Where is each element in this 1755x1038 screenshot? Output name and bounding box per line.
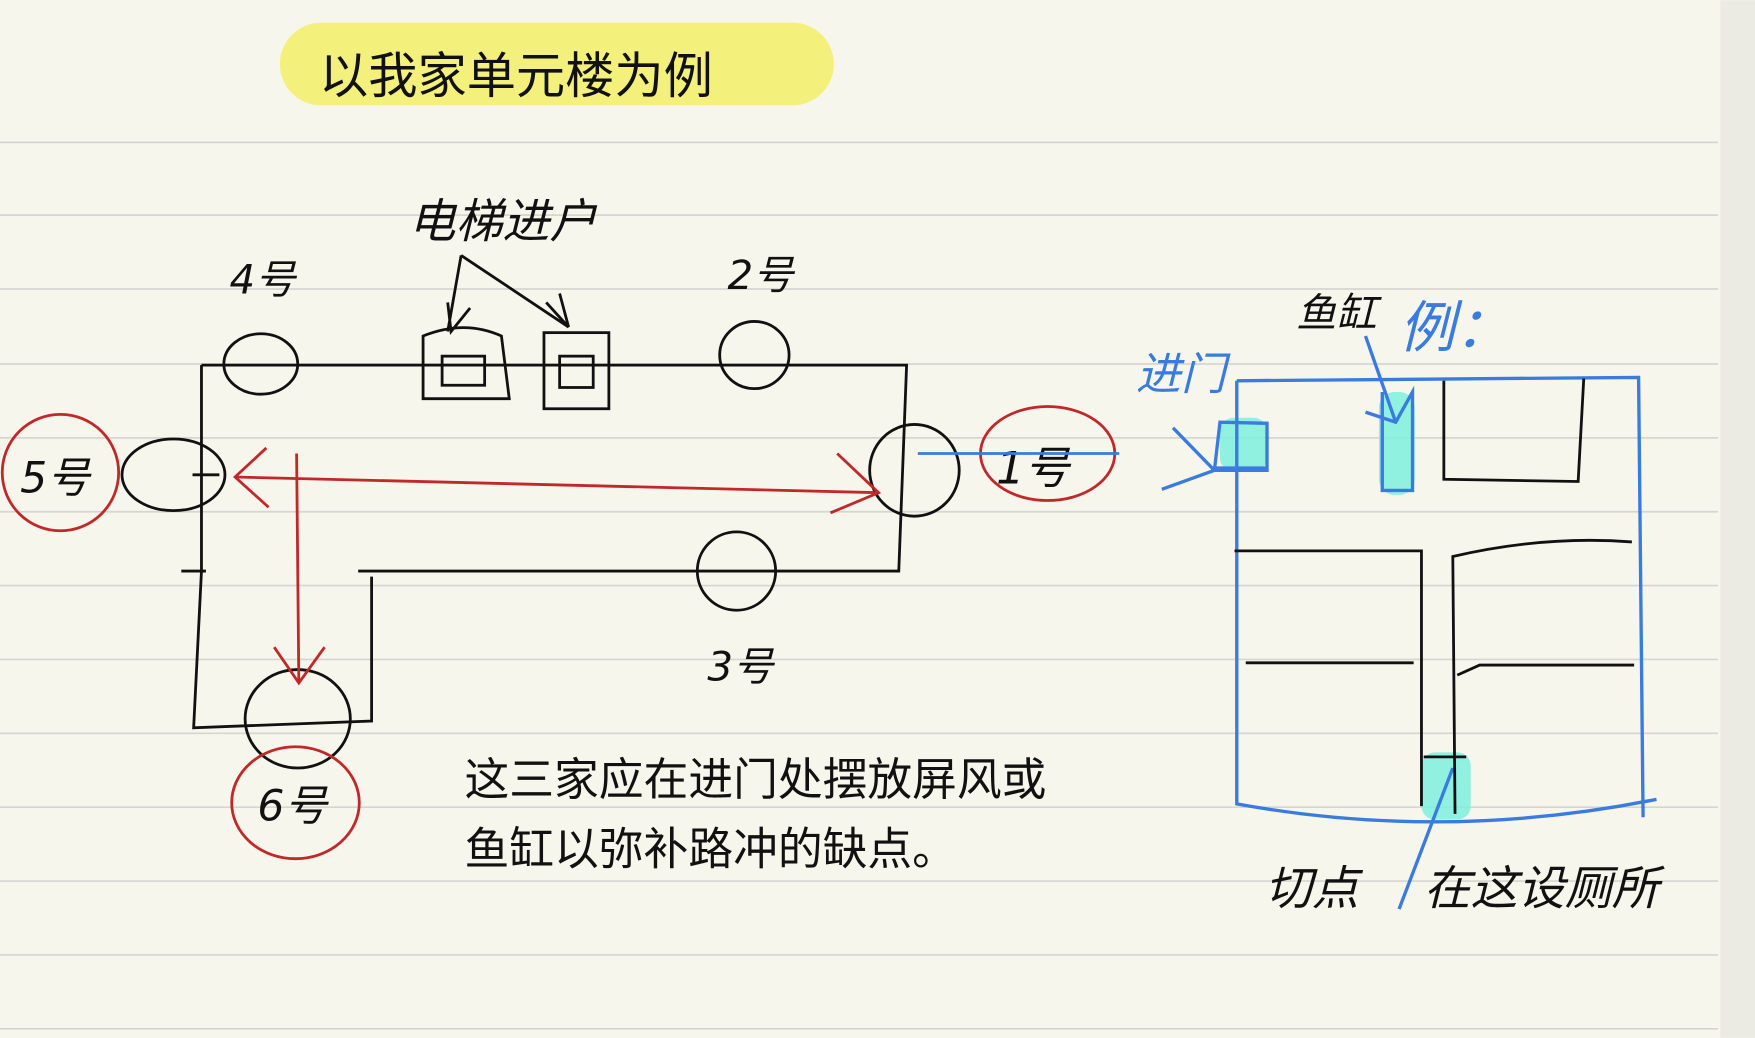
- floorplan-highlights: [1219, 391, 1471, 820]
- unit-1-label: 1号: [996, 442, 1071, 495]
- unit-2-circle: [718, 320, 791, 391]
- elevator-1-icon: [421, 326, 511, 401]
- unit-6-circle: [243, 668, 352, 770]
- unit-4-circle: [222, 332, 300, 396]
- unit-6-circle-red: [230, 745, 361, 861]
- fish-tank-label: 鱼缸: [1296, 290, 1382, 337]
- note-line-2: 鱼缸以弥补路冲的缺点。: [464, 822, 956, 875]
- elevator-label: 电梯进户: [409, 195, 598, 250]
- tangent-point-label: 切点: [1265, 862, 1364, 917]
- unit-3-label: 3号: [707, 644, 776, 691]
- floorplan-walls: [1234, 378, 1635, 814]
- entrance-highlight: [1219, 417, 1268, 472]
- elevators: [421, 254, 611, 411]
- fish-tank-highlight: [1378, 391, 1415, 495]
- unit-5-circle: [120, 437, 227, 513]
- title-highlight: [279, 22, 834, 106]
- entrance-label: 进门: [1136, 348, 1231, 401]
- elevator-2-icon: [542, 331, 611, 411]
- building-outline: [181, 363, 909, 730]
- floorplan-outline: [1161, 335, 1657, 910]
- road-clash-arrows: [0, 405, 1117, 861]
- unit-5-circle-red: [0, 412, 121, 533]
- unit-1-circle: [868, 423, 961, 518]
- unit-3-circle: [695, 530, 778, 612]
- toilet-label: 在这设厕所: [1424, 862, 1666, 917]
- page-edge: [1720, 0, 1755, 1038]
- page-title: 以我家单元楼为例: [319, 47, 713, 105]
- unit-4-label: 4号: [229, 256, 298, 303]
- unit-2-label: 2号: [728, 252, 797, 299]
- note-line-1: 这三家应在进门处摆放屏风或: [464, 753, 1046, 806]
- unit-circles: [120, 320, 961, 770]
- unit-5-label: 5号: [20, 455, 92, 504]
- example-label: 例：: [1399, 296, 1511, 361]
- unit-6-label: 6号: [257, 783, 329, 832]
